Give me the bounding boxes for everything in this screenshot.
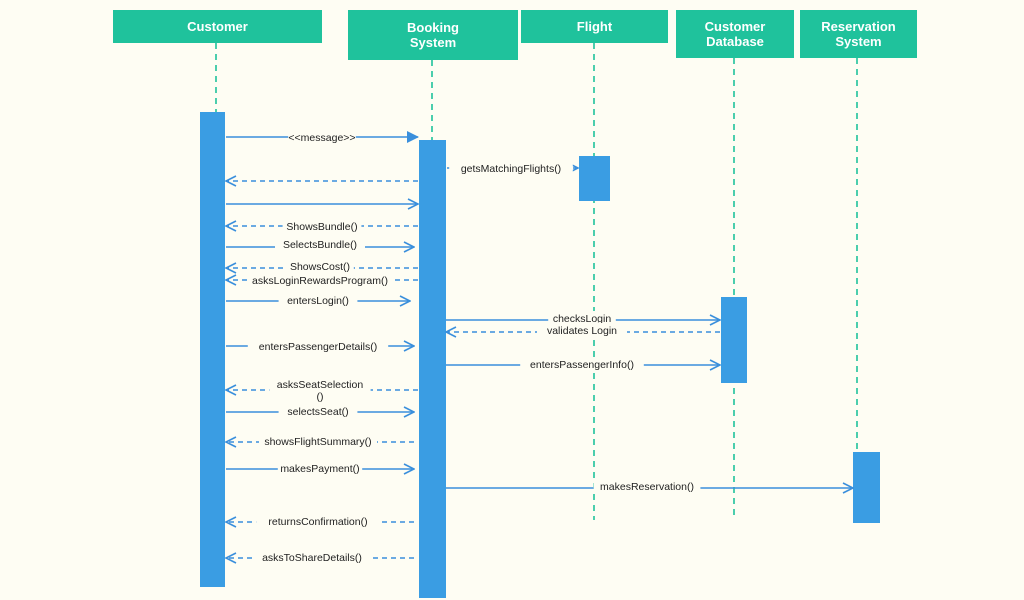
message-label: ShowsBundle() <box>286 221 357 233</box>
message-label-bg <box>593 479 701 493</box>
activation-bar-customer <box>200 112 225 587</box>
message-label: SelectsBundle() <box>283 239 357 251</box>
message-label-bg <box>449 161 573 175</box>
message-label: asksLoginRewardsProgram() <box>252 275 388 287</box>
message-label: entersLogin() <box>287 295 349 307</box>
activation-bar-customer-db <box>721 297 747 383</box>
message-label-bg <box>259 434 377 448</box>
message-label-bg <box>282 219 362 233</box>
activation-bar-flight <box>579 156 610 201</box>
participant-reservation: Reservation System <box>800 10 917 58</box>
message-label-bg <box>277 461 363 475</box>
participant-flight: Flight <box>521 10 668 43</box>
message-label: showsFlightSummary() <box>264 436 371 448</box>
message-label-bg <box>278 404 358 418</box>
message-label-bg <box>253 550 371 564</box>
activation-bar-booking <box>419 140 446 598</box>
message-label: returnsConfirmation() <box>268 516 367 528</box>
message-label-bg <box>278 293 358 307</box>
message-label: entersPassengerInfo() <box>530 359 634 371</box>
message-label: ShowsCost() <box>290 261 350 273</box>
message-label: <<message>> <box>288 132 355 144</box>
message-label-bg <box>288 130 356 144</box>
message-label: asksToShareDetails() <box>262 552 362 564</box>
participant-booking: Booking System <box>348 10 518 60</box>
activation-bar-reservation <box>853 452 880 523</box>
message-label: validates Login <box>547 325 617 337</box>
message-label: selectsSeat() <box>287 406 348 418</box>
message-label-bg <box>275 237 365 251</box>
message-label: asksSeatSelection() <box>277 379 364 403</box>
message-label: entersPassengerDetails() <box>259 341 377 353</box>
participant-customer-db: Customer Database <box>676 10 794 58</box>
message-label-bg <box>548 311 616 325</box>
message-label-bg <box>256 514 380 528</box>
message-label-bg <box>247 273 393 287</box>
message-label: makesPayment() <box>280 463 359 475</box>
message-label: checksLogin <box>553 313 612 325</box>
message-label-bg <box>269 377 371 403</box>
message-label-bg <box>537 323 627 337</box>
message-label: makesReservation() <box>600 481 694 493</box>
message-label-bg <box>247 339 389 353</box>
participant-customer: Customer <box>113 10 322 43</box>
message-label: getsMatchingFlights() <box>461 163 561 175</box>
message-label-bg <box>286 259 354 273</box>
message-label-bg <box>520 357 644 371</box>
